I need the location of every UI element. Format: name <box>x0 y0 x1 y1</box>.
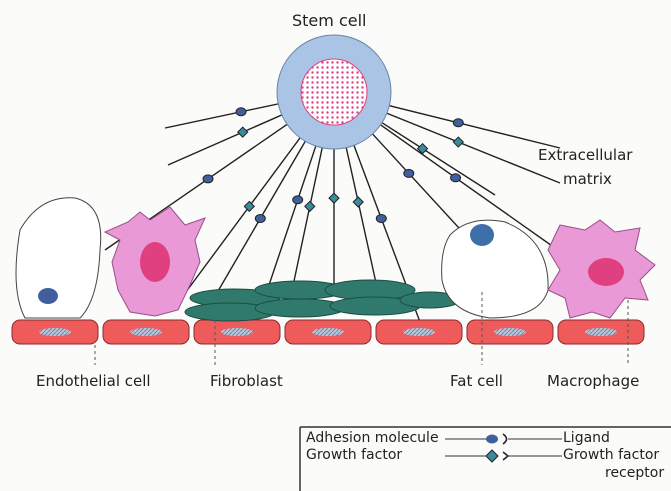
adhesion-molecule-icon <box>202 174 214 184</box>
endothelial-layer <box>11 319 645 345</box>
endothelial-nucleus <box>312 328 344 336</box>
endothelial-cell-label: Endothelial cell <box>36 372 151 390</box>
extracellular-matrix-label-line2: matrix <box>563 170 612 188</box>
growth-factor-icon <box>243 200 256 213</box>
ligand-icon <box>502 433 508 445</box>
label-pointers <box>94 292 629 365</box>
fat-cell-label: Fat cell <box>450 372 503 390</box>
growth-factor-icon <box>352 196 364 208</box>
fibroblasts <box>184 279 461 322</box>
adhesion-molecule-icon <box>292 195 304 205</box>
endothelial-nucleus <box>221 328 253 336</box>
adhesion-molecule-icon <box>486 434 498 444</box>
legend-adhesion-molecule: Adhesion molecule <box>306 430 439 446</box>
endothelial-nucleus <box>585 328 617 336</box>
legend-box <box>299 426 671 491</box>
fat-cell <box>441 219 549 319</box>
endothelial-nucleus <box>39 328 71 336</box>
growth-factor-icon <box>452 136 465 148</box>
adhesion-molecule-icon <box>235 107 247 117</box>
stem-cell-label: Stem cell <box>292 11 367 30</box>
adhesion-molecule-icon <box>375 214 387 223</box>
adhesion-molecule-icon <box>254 214 266 223</box>
extracellular-matrix-label-line1: Extracellular <box>538 146 633 164</box>
fibroblast-label: Fibroblast <box>210 372 283 390</box>
endothelial-nucleus <box>494 328 526 336</box>
legend-growth-factor-receptor-line1: Growth factor <box>563 447 660 463</box>
macrophage-label: Macrophage <box>547 372 640 390</box>
macrophage-left <box>103 206 206 317</box>
adhesion-molecule-icon <box>450 173 462 183</box>
growth-factor-icon <box>328 192 340 204</box>
growth-factor-receptor-icon <box>502 451 510 461</box>
growth-factor-icon <box>485 449 499 463</box>
adhesion-molecule-icon <box>452 118 464 128</box>
endothelial-nucleus <box>130 328 162 336</box>
growth-factor-icon <box>304 200 316 213</box>
macrophage-right <box>547 219 656 319</box>
endothelial-nucleus <box>403 328 435 336</box>
legend-ligand: Ligand <box>563 430 610 446</box>
stem-cell <box>276 34 392 150</box>
adhesion-molecule-icon <box>403 168 415 178</box>
legend-growth-factor: Growth factor <box>306 447 403 463</box>
endothelial-white-cell <box>15 197 102 319</box>
legend-growth-factor-receptor-line2: receptor <box>605 465 665 481</box>
growth-factor-icon <box>236 126 249 138</box>
